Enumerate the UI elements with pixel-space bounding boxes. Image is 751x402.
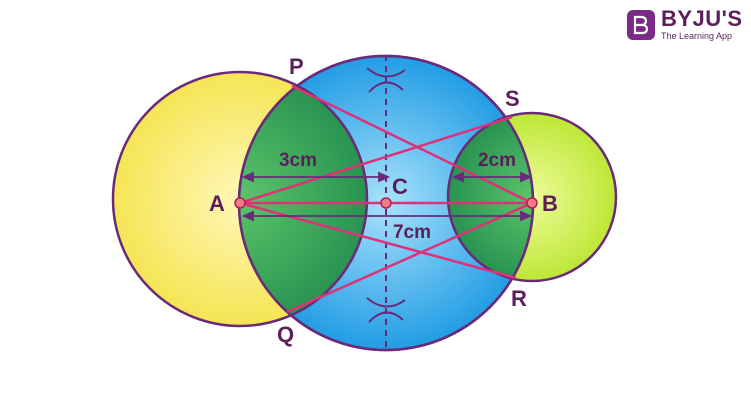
brand-tagline: The Learning App	[661, 31, 733, 41]
label-r: R	[511, 286, 527, 311]
point-c	[380, 197, 392, 209]
point-b	[526, 197, 538, 209]
brand-name: BYJU'S	[661, 6, 743, 31]
line-as	[239, 115, 513, 205]
brand-logo: BYJU'S The Learning App	[627, 8, 743, 41]
line-pb	[291, 84, 533, 205]
point-a	[234, 197, 246, 209]
label-7cm: 7cm	[393, 222, 431, 243]
brand-badge-icon	[627, 9, 655, 40]
arc-mark-bottom	[366, 297, 406, 323]
label-s: S	[505, 86, 520, 111]
label-2cm: 2cm	[478, 150, 516, 171]
label-a: A	[209, 191, 225, 216]
label-b: B	[542, 191, 558, 216]
label-3cm: 3cm	[279, 150, 317, 171]
arc-mark-top	[366, 67, 406, 93]
label-q: Q	[277, 322, 294, 347]
label-c: C	[392, 174, 408, 199]
label-p: P	[289, 54, 304, 79]
line-qb	[286, 201, 533, 314]
